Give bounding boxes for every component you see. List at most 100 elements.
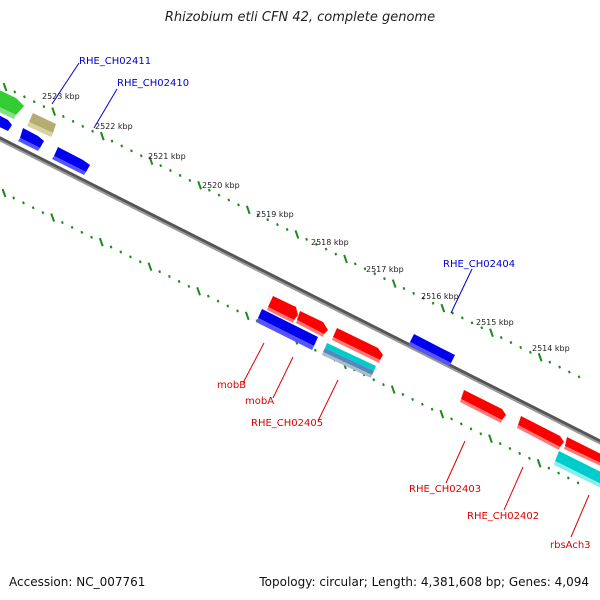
minor-tick xyxy=(547,466,551,470)
gene-green[interactable] xyxy=(0,88,24,119)
scale-label: 2519 kbp xyxy=(256,210,294,219)
leader-line xyxy=(317,379,339,422)
major-tick xyxy=(489,328,494,338)
minor-tick xyxy=(528,456,531,460)
scale-label: 2521 kbp xyxy=(148,152,186,161)
minor-tick xyxy=(421,402,424,406)
minor-tick xyxy=(314,242,318,246)
minor-tick xyxy=(557,471,560,475)
minor-tick xyxy=(450,417,453,421)
gene-label[interactable]: RHE_CH02410 xyxy=(117,78,189,89)
gene-label[interactable]: RHE_CH02405 xyxy=(251,418,323,429)
major-tick xyxy=(488,434,493,444)
minor-tick xyxy=(61,220,64,225)
minor-tick xyxy=(70,225,74,229)
minor-tick xyxy=(158,270,162,274)
major-tick xyxy=(343,254,348,264)
major-tick xyxy=(244,311,250,321)
minor-tick xyxy=(422,296,425,300)
minor-tick xyxy=(305,237,308,241)
gene-RHE_CH02404[interactable] xyxy=(408,334,455,366)
gene-red-1[interactable] xyxy=(267,296,298,323)
minor-tick xyxy=(216,299,220,303)
minor-tick xyxy=(236,309,239,313)
major-tick xyxy=(2,82,8,92)
gene-label[interactable]: mobB xyxy=(217,380,246,391)
minor-tick xyxy=(498,442,502,446)
minor-tick xyxy=(138,260,142,264)
scale-label: 2517 kbp xyxy=(366,265,404,274)
minor-tick xyxy=(109,245,113,249)
minor-tick xyxy=(187,284,191,288)
major-tick xyxy=(390,385,396,394)
minor-tick xyxy=(129,255,132,259)
minor-tick xyxy=(577,375,581,379)
minor-tick xyxy=(226,304,230,308)
minor-tick xyxy=(451,311,454,315)
minor-tick xyxy=(71,119,75,123)
gene-mobA[interactable] xyxy=(296,311,328,337)
gene-RHE_CH02402[interactable] xyxy=(517,416,564,450)
gene-blue-2[interactable] xyxy=(52,147,90,175)
major-tick xyxy=(440,303,446,313)
minor-tick xyxy=(412,291,416,295)
minor-tick xyxy=(313,348,317,352)
minor-tick xyxy=(479,432,483,436)
gene-label[interactable]: RHE_CH02402 xyxy=(467,511,539,522)
minor-tick xyxy=(139,154,143,158)
minor-tick xyxy=(120,144,124,148)
leader-line xyxy=(450,268,473,314)
minor-tick xyxy=(518,451,522,455)
minor-tick xyxy=(353,262,357,266)
minor-tick xyxy=(548,360,552,364)
minor-tick xyxy=(324,247,328,251)
gene-RHE_CH02411[interactable] xyxy=(27,113,56,137)
backbone-shadow xyxy=(0,139,600,445)
minor-tick xyxy=(529,350,532,354)
leader-line xyxy=(242,342,265,384)
major-tick xyxy=(51,107,56,116)
gene-label[interactable]: RHE_CH02403 xyxy=(409,484,481,495)
gene-RHE_CH02403[interactable] xyxy=(460,390,506,423)
minor-tick xyxy=(431,301,435,305)
minor-tick xyxy=(91,129,94,133)
gene-red-3[interactable] xyxy=(564,437,600,468)
minor-tick xyxy=(508,446,512,451)
major-tick xyxy=(439,409,445,419)
gene-rbsAch3[interactable] xyxy=(554,451,600,490)
gene-label[interactable]: mobA xyxy=(245,396,274,407)
minor-tick xyxy=(130,149,133,153)
minor-tick xyxy=(363,267,367,271)
minor-tick xyxy=(383,277,386,281)
leader-line xyxy=(503,466,524,511)
gene-RHE_CH02405[interactable] xyxy=(322,328,383,378)
gene-label[interactable]: RHE_CH02411 xyxy=(79,56,151,67)
major-tick xyxy=(99,131,105,141)
scale-label: 2516 kbp xyxy=(421,292,459,301)
minor-tick xyxy=(558,365,561,369)
minor-tick xyxy=(159,164,163,168)
gene-blue[interactable] xyxy=(0,113,12,131)
major-tick xyxy=(196,286,201,296)
minor-tick xyxy=(13,90,17,94)
minor-tick xyxy=(41,211,45,215)
major-tick xyxy=(294,230,300,239)
minor-tick xyxy=(80,230,84,234)
major-tick xyxy=(245,205,251,215)
major-tick xyxy=(148,156,154,166)
gene-mobB[interactable] xyxy=(256,309,318,350)
minor-tick xyxy=(334,252,338,256)
gene-label[interactable]: rbsAch3 xyxy=(550,540,591,551)
minor-tick xyxy=(430,407,434,411)
gene-label[interactable]: RHE_CH02404 xyxy=(443,259,515,270)
minor-tick xyxy=(382,383,385,387)
minor-tick xyxy=(469,427,473,431)
minor-tick xyxy=(188,178,192,182)
accession-text: Accession: NC_007761 xyxy=(9,575,146,589)
gene-RHE_CH02410[interactable] xyxy=(18,128,44,151)
scale-label: 2523 kbp xyxy=(42,92,80,101)
genome-summary: Topology: circular; Length: 4,381,608 bp… xyxy=(259,575,589,589)
minor-tick xyxy=(470,321,474,325)
major-tick xyxy=(536,458,542,468)
